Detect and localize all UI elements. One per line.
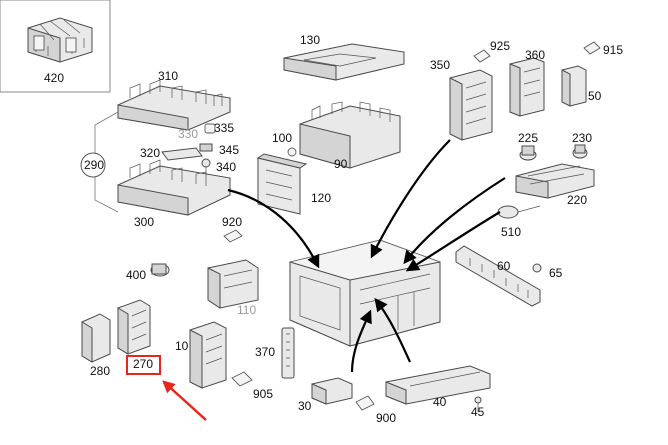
part-220-drawing xyxy=(515,163,595,199)
label-90: 90 xyxy=(334,157,348,171)
part-510-drawing xyxy=(497,205,541,219)
highlight-arrow xyxy=(162,380,207,421)
label-60: 60 xyxy=(497,259,511,273)
part-280-drawing xyxy=(81,313,111,363)
circle-290 xyxy=(80,152,106,178)
label-345: 345 xyxy=(219,143,239,157)
part-130-drawing xyxy=(283,43,405,81)
label-10: 10 xyxy=(175,339,189,353)
label-320: 320 xyxy=(140,146,160,160)
label-130: 130 xyxy=(300,33,320,47)
label-30: 30 xyxy=(298,399,312,413)
part-915-50-drawing xyxy=(561,41,601,107)
label-40: 40 xyxy=(433,395,447,409)
label-340: 340 xyxy=(216,160,236,174)
label-280: 280 xyxy=(90,364,110,378)
label-45: 45 xyxy=(471,405,485,419)
label-300: 300 xyxy=(134,215,154,229)
part-60-drawing xyxy=(455,245,542,307)
part-30-drawing xyxy=(311,377,375,411)
label-360: 360 xyxy=(525,48,545,62)
label-290: 290 xyxy=(84,158,104,172)
label-915: 915 xyxy=(603,43,623,57)
label-230: 230 xyxy=(572,131,592,145)
label-120: 120 xyxy=(311,191,331,205)
label-920: 920 xyxy=(222,215,242,229)
small-parts-cluster xyxy=(199,123,216,178)
part-300-drawing xyxy=(117,159,231,216)
label-270: 270 xyxy=(133,357,153,371)
part-400-drawing xyxy=(150,263,170,277)
label-50: 50 xyxy=(588,89,602,103)
label-330: 330 xyxy=(178,127,198,141)
part-310-drawing xyxy=(117,79,231,131)
assembly-arrows xyxy=(227,139,506,373)
label-335: 335 xyxy=(214,121,234,135)
part-320-drawing xyxy=(161,147,203,161)
label-510: 510 xyxy=(501,225,521,239)
part-labels: 420 310 130 350 925 360 915 50 330 335 3… xyxy=(44,33,623,425)
label-110: 110 xyxy=(237,303,256,317)
part-905-drawing xyxy=(231,371,253,387)
label-925: 925 xyxy=(490,39,510,53)
part-370-drawing xyxy=(281,327,295,379)
highlight-270 xyxy=(126,355,207,421)
label-420: 420 xyxy=(44,71,64,85)
part-920-110-drawing xyxy=(207,229,259,309)
part-40-drawing xyxy=(385,365,491,412)
label-370: 370 xyxy=(255,345,275,359)
part-420-drawing xyxy=(27,17,93,63)
label-905: 905 xyxy=(253,387,273,401)
label-310: 310 xyxy=(158,69,178,83)
part-90-drawing xyxy=(287,101,401,169)
label-100: 100 xyxy=(272,131,292,145)
part-360-drawing xyxy=(509,57,545,117)
label-65: 65 xyxy=(549,266,563,280)
label-220: 220 xyxy=(567,193,587,207)
part-350-drawing xyxy=(449,49,493,141)
label-900: 900 xyxy=(376,411,396,425)
highlight-box xyxy=(126,355,161,375)
inset-box-420 xyxy=(0,0,111,93)
part-120-drawing xyxy=(256,153,308,215)
label-400: 400 xyxy=(126,268,146,282)
label-350: 350 xyxy=(430,58,450,72)
part-10-drawing xyxy=(189,321,227,389)
label-225: 225 xyxy=(518,131,538,145)
part-225-230-drawing xyxy=(519,144,588,161)
part-270-drawing xyxy=(117,299,151,355)
